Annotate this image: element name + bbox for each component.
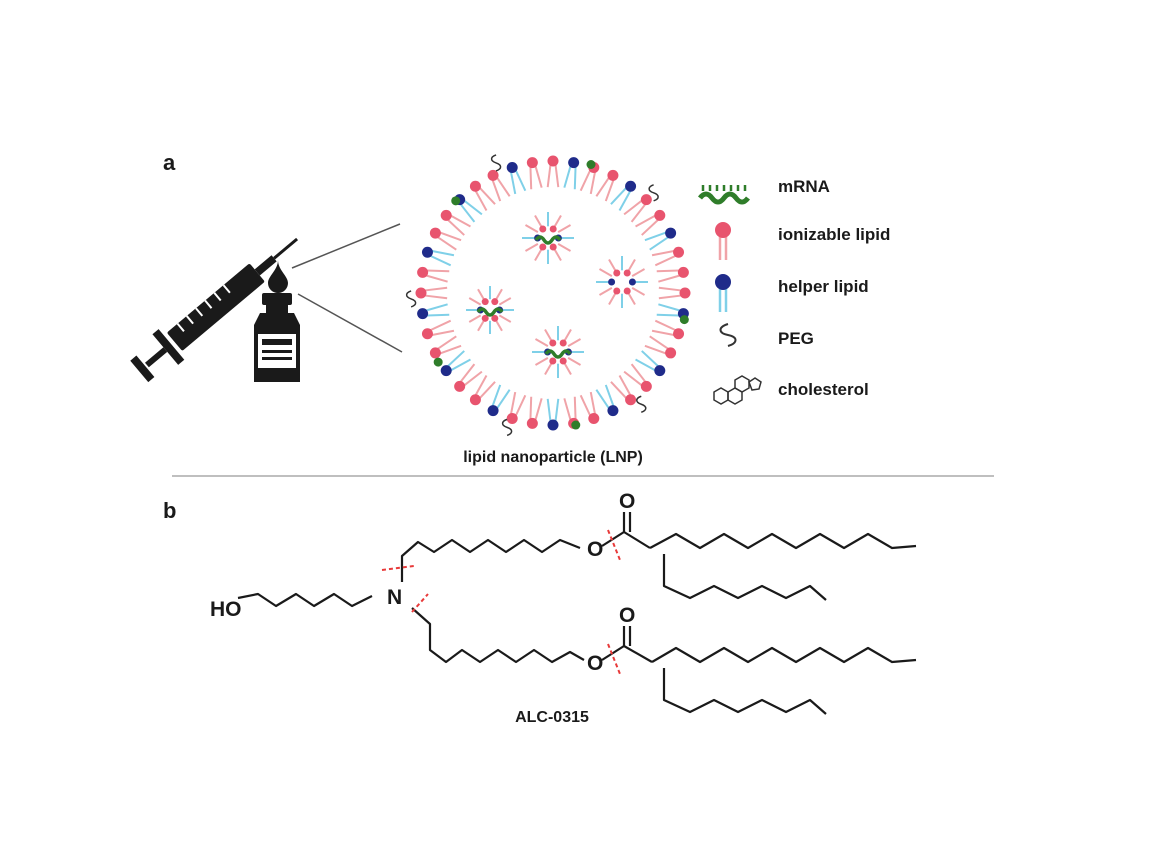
lipid-nanoparticle	[405, 154, 691, 437]
helper-lipid	[417, 303, 450, 320]
ionizable-lipid	[415, 286, 448, 300]
helper-lipid-icon	[715, 274, 731, 312]
helper-lipid	[546, 398, 560, 431]
ionizable-lipid	[526, 157, 543, 190]
alc-0315-structure	[237, 512, 917, 715]
ionizable-lipid	[506, 391, 527, 425]
droplet-icon	[268, 260, 288, 293]
peg-chain	[648, 184, 659, 202]
ionizable-lipid-icon	[715, 222, 731, 260]
helper-lipid	[644, 227, 677, 251]
peg-chain	[501, 418, 513, 437]
lipid-micelle	[596, 256, 648, 308]
lipid-micelle	[466, 286, 514, 334]
ionizable-lipid	[454, 363, 483, 392]
ionizable-lipid	[644, 335, 677, 359]
helper-lipid	[563, 157, 580, 190]
lipid-micelle	[522, 212, 574, 264]
cholesterol-icon	[713, 375, 762, 405]
ionizable-lipid	[440, 209, 471, 236]
ester-oxygen-upper: O	[587, 538, 603, 561]
ionizable-lipid	[421, 319, 455, 340]
peg-chain	[490, 154, 502, 172]
zoom-line-upper	[291, 223, 401, 269]
lnp-caption: lipid nanoparticle (LNP)	[463, 449, 643, 466]
ionizable-lipid	[526, 396, 543, 429]
ionizable-lipid	[595, 169, 619, 202]
compound-name: ALC-0315	[515, 709, 589, 726]
mrna-dot	[571, 420, 581, 430]
helper-lipid	[487, 384, 511, 417]
ionizable-lipid	[429, 227, 462, 251]
ionizable-lipid	[429, 335, 462, 359]
panel-b-label: b	[163, 498, 176, 523]
helper-lipid	[421, 246, 455, 267]
nitrogen-label: N	[387, 586, 402, 609]
ionizable-lipid	[658, 286, 691, 300]
vial-icon	[254, 293, 300, 382]
legend-label-ionizable-lipid: ionizable lipid	[778, 225, 890, 244]
syringe-icon	[130, 237, 299, 383]
carbonyl-oxygen-lower: O	[619, 604, 635, 627]
ionizable-lipid	[610, 375, 637, 406]
ionizable-lipid	[651, 246, 685, 267]
ionizable-lipid	[656, 266, 689, 283]
peg-chain	[636, 395, 647, 413]
helper-lipid	[440, 350, 471, 377]
legend: mRNA ionizable lipid helper lipid PEG ch…	[698, 177, 890, 405]
ester-oxygen-lower: O	[587, 652, 603, 675]
cleavage-marks	[381, 529, 621, 675]
ionizable-lipid	[651, 319, 685, 340]
helper-lipid	[610, 180, 637, 211]
mrna-dot	[451, 196, 461, 206]
peg-chain	[405, 290, 417, 308]
legend-label-peg: PEG	[778, 329, 814, 348]
mrna-dot	[679, 315, 689, 325]
legend-label-helper-lipid: helper lipid	[778, 277, 869, 296]
legend-label-cholesterol: cholesterol	[778, 380, 869, 399]
helper-lipid	[506, 161, 527, 195]
legend-label-mrna: mRNA	[778, 177, 830, 196]
ionizable-lipid	[417, 266, 450, 283]
ionizable-lipid	[623, 363, 652, 392]
ionizable-lipid	[635, 209, 666, 236]
helper-lipid	[635, 350, 666, 377]
ionizable-lipid	[487, 169, 511, 202]
panel-a-label: a	[163, 150, 176, 175]
mrna-dot	[433, 357, 443, 367]
ionizable-lipid	[579, 391, 600, 425]
mrna-icon	[698, 185, 750, 205]
ionizable-lipid	[623, 194, 652, 223]
helper-lipid	[595, 384, 619, 417]
hydroxyl-label: HO	[210, 598, 242, 621]
ionizable-lipid	[469, 375, 496, 406]
ionizable-lipid	[546, 155, 560, 188]
zoom-line-lower	[297, 293, 403, 353]
carbonyl-oxygen-upper: O	[619, 490, 635, 513]
ionizable-lipid	[469, 180, 496, 211]
lipid-micelle	[532, 326, 584, 378]
peg-icon	[719, 323, 737, 347]
mrna-dot	[586, 160, 596, 170]
